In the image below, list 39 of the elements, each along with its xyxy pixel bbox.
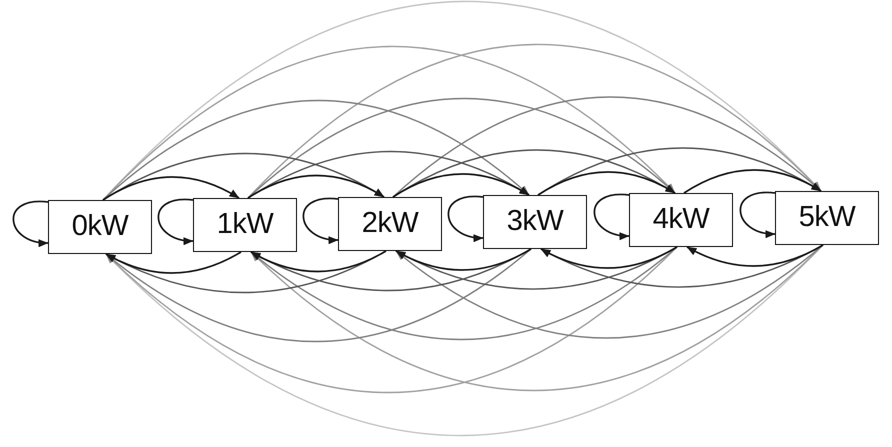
arrow [102, 46, 676, 200]
state-box [193, 198, 297, 252]
state-label: 2kW [362, 208, 418, 240]
arrow [538, 171, 676, 196]
arrow [102, 100, 530, 201]
arrow [102, 176, 240, 201]
arrow [396, 248, 532, 271]
arrow [392, 173, 530, 198]
state-label: 4kW [652, 204, 710, 236]
arrow [106, 251, 242, 274]
arrow [106, 248, 532, 342]
arrow [250, 250, 386, 272]
arrow [106, 246, 678, 394]
arrow [250, 246, 678, 340]
state-label: 1kW [216, 209, 274, 241]
arrow [684, 169, 822, 194]
arrow [540, 246, 678, 269]
state-label: 0kW [72, 211, 128, 243]
state-label: 3kW [506, 206, 564, 238]
arrow [248, 174, 384, 199]
self-loop-arrow [12, 200, 48, 246]
state-box [483, 195, 587, 249]
self-loop-arrow [158, 198, 194, 244]
state-box [338, 197, 442, 251]
state-box [48, 200, 152, 254]
arrow [392, 96, 822, 198]
self-loop-arrow [740, 192, 776, 238]
arrow [248, 44, 822, 198]
arrow [106, 244, 824, 436]
state-box [775, 191, 879, 245]
arrow [686, 244, 824, 267]
arrow [396, 244, 824, 339]
state-box [629, 193, 733, 247]
arrow [248, 98, 676, 199]
self-loop-arrow [448, 196, 484, 242]
self-loop-arrow [302, 198, 338, 244]
arrow [250, 244, 824, 392]
state-label: 5kW [798, 202, 856, 234]
self-loop-arrow [594, 194, 630, 240]
